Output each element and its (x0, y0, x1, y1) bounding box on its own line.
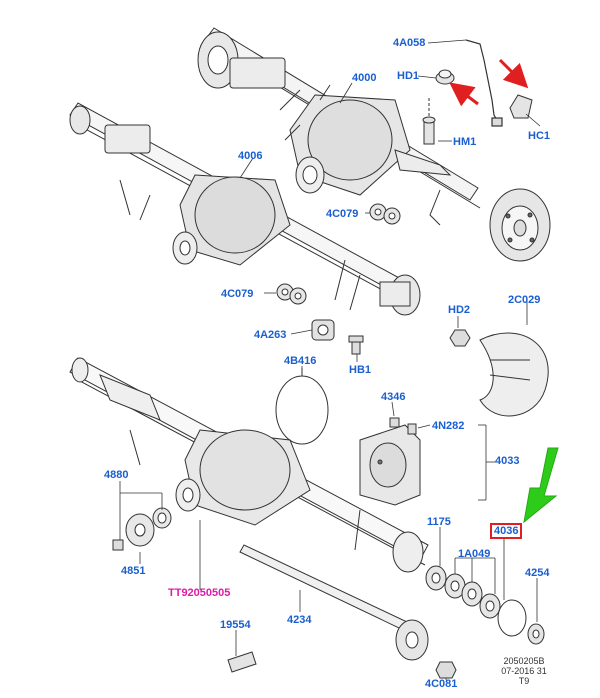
callout-4880[interactable]: 4880 (104, 469, 129, 481)
footer-reference: 2050205B 07-2016 31 T9 (492, 656, 556, 686)
axle-housing-4006 (69, 102, 421, 316)
callout-HD2[interactable]: HD2 (448, 304, 471, 316)
callout-1175[interactable]: 1175 (427, 516, 451, 528)
vent-cap-HD1 (435, 69, 455, 85)
clip-HC1 (509, 94, 533, 119)
bolt-4N282 (407, 423, 417, 435)
pinion-flange-4851 (112, 507, 172, 551)
seal-4254 (527, 623, 545, 645)
callout-tool-TT92050505[interactable]: TT92050505 (168, 587, 231, 599)
bearing-retainer-set-1A049 (425, 565, 501, 619)
footer-line-1: 2050205B (503, 656, 545, 666)
bolt-4346 (389, 417, 400, 428)
callout-4851[interactable]: 4851 (121, 565, 146, 577)
bolt-HB1 (348, 335, 364, 355)
callout-4000[interactable]: 4000 (352, 72, 377, 84)
callout-4C079-lower[interactable]: 4C079 (221, 288, 254, 300)
axle-housing-lower (69, 357, 429, 573)
footer-line-3: T9 (518, 676, 530, 686)
callout-HD1[interactable]: HD1 (397, 70, 420, 82)
callout-HM1[interactable]: HM1 (453, 136, 477, 148)
callout-4234[interactable]: 4234 (287, 614, 312, 626)
callout-4N282[interactable]: 4N282 (432, 420, 465, 432)
red-arrow-indicators (449, 58, 529, 107)
nut-4C081 (435, 661, 457, 679)
gasket-4B416 (275, 375, 329, 445)
callout-4254[interactable]: 4254 (525, 567, 550, 579)
fitting-HM1 (422, 116, 436, 145)
callout-4C081[interactable]: 4C081 (425, 678, 458, 690)
callout-4036-highlighted[interactable]: 4036 (490, 523, 523, 539)
seals-4C079-lower (276, 283, 307, 305)
leader-lines (119, 39, 541, 680)
callout-19554[interactable]: 19554 (220, 619, 251, 631)
backing-plate-2C029 (479, 332, 549, 417)
callout-1A049[interactable]: 1A049 (458, 548, 491, 560)
callout-4A058[interactable]: 4A058 (393, 37, 426, 49)
callout-HC1[interactable]: HC1 (528, 130, 551, 142)
callout-4033[interactable]: 4033 (495, 455, 520, 467)
callout-4346[interactable]: 4346 (381, 391, 406, 403)
vent-hose-4A058 (465, 39, 503, 127)
callout-4A263[interactable]: 4A263 (254, 329, 287, 341)
tube-19554 (227, 651, 257, 673)
callout-4006[interactable]: 4006 (238, 150, 263, 162)
nut-HD2 (449, 329, 471, 347)
rear-axle-assembly-4000 (197, 27, 551, 262)
axle-shaft-4234 (239, 544, 429, 661)
cover-4033 (359, 424, 421, 506)
green-arrow-indicator (523, 447, 559, 524)
callout-2C029[interactable]: 2C029 (508, 294, 541, 306)
callout-4C079-upper[interactable]: 4C079 (326, 208, 359, 220)
shim-4036 (497, 599, 527, 637)
seals-4C079-upper (369, 203, 401, 225)
callout-HB1[interactable]: HB1 (349, 364, 372, 376)
bushing-4A263 (311, 319, 335, 341)
footer-line-2: 07-2016 31 (501, 666, 547, 676)
callout-4B416[interactable]: 4B416 (284, 355, 317, 367)
